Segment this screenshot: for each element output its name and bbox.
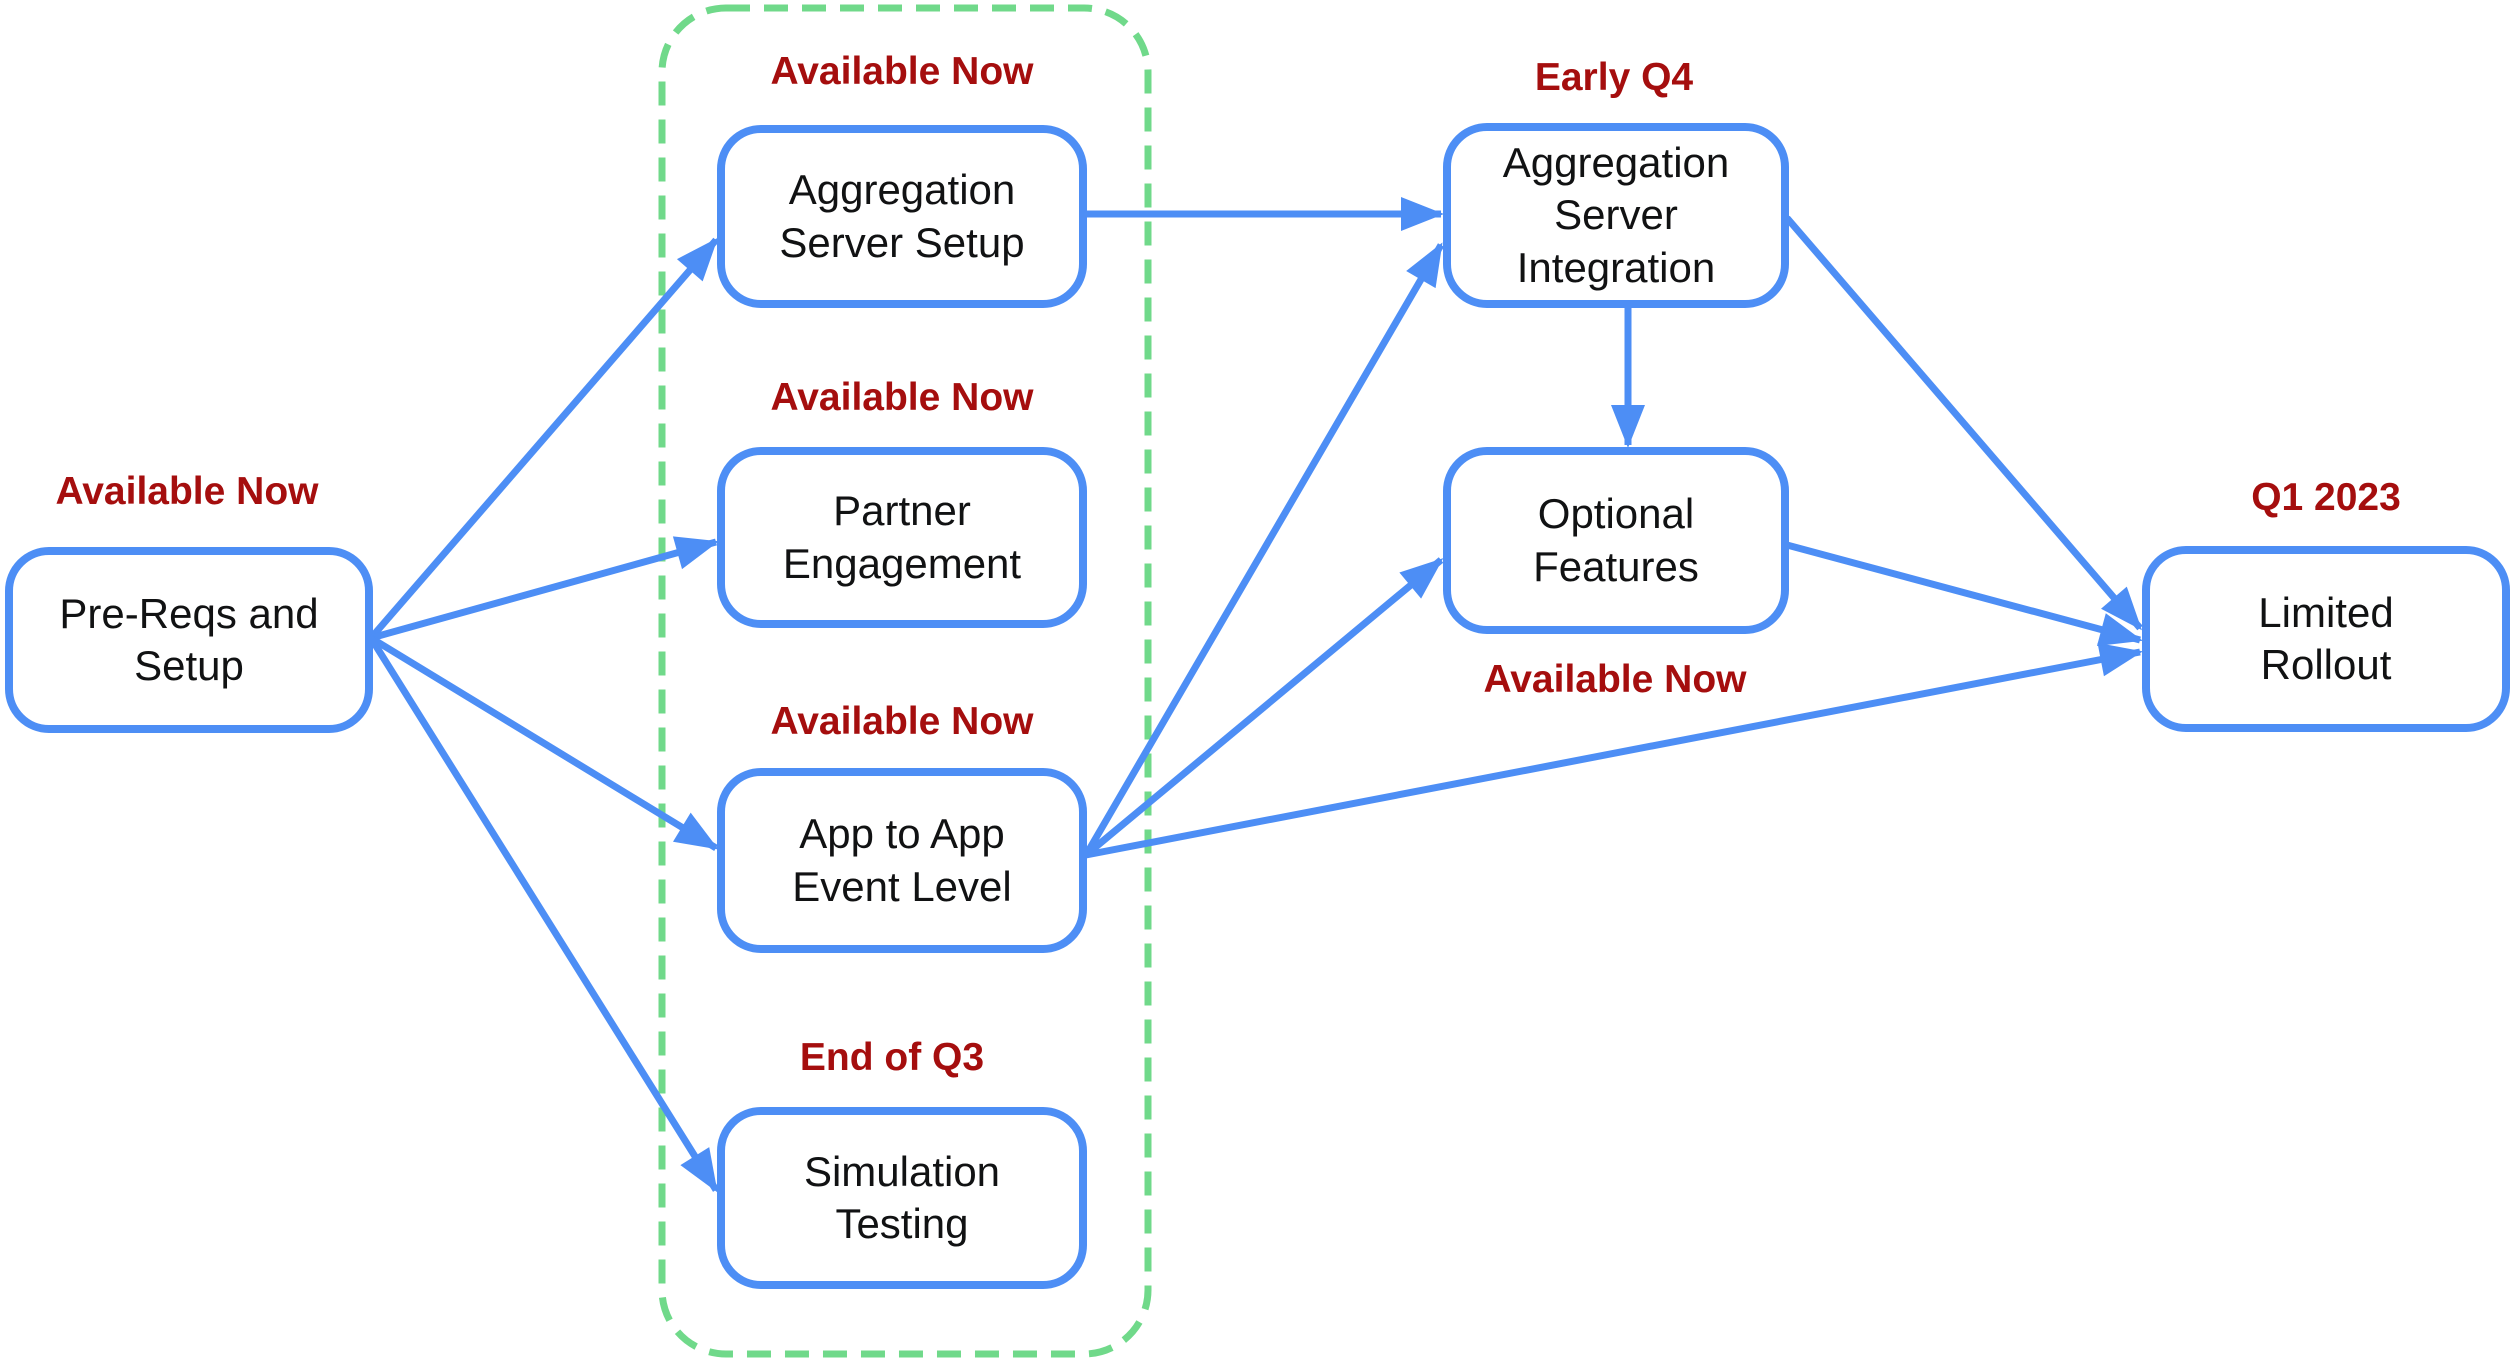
edge-app-to-app-to-agg-integration [1082, 242, 1445, 857]
node-aggregation-server-integration: Aggregation Server Integration [1443, 123, 1789, 308]
edge-agg-integration-to-limited-rollout [1784, 215, 2143, 631]
edge-app-to-app-to-optional-features [1083, 557, 1444, 858]
node-aggregation-server-setup-label: Aggregation Server Setup [779, 166, 1025, 266]
edge-prereqs-to-simulation-testing [368, 636, 719, 1193]
node-pre-reqs-setup: Pre-Reqs and Setup [5, 547, 373, 733]
node-app-to-app-event-level-label: App to App Event Level [792, 810, 1012, 910]
node-limited-rollout-label: Limited Rollout [2258, 588, 2394, 688]
node-app-to-app-event-level: App to App Event Level [717, 768, 1087, 953]
node-partner-engagement-label: Partner Engagement [782, 487, 1022, 587]
node-aggregation-server-setup: Aggregation Server Setup [717, 125, 1087, 308]
milestone-optional-features: Available Now [1483, 658, 1747, 701]
milestone-aggregation-server-integration: Early Q4 [1534, 56, 1694, 99]
milestone-app-to-app-event-level: Available Now [770, 700, 1034, 743]
edge-optional-features-to-limited-rollout [1786, 541, 2143, 647]
milestone-simulation-testing: End of Q3 [799, 1036, 985, 1079]
milestone-limited-rollout: Q1 2023 [2251, 476, 2401, 519]
node-aggregation-server-integration-label: Aggregation Server Integration [1502, 139, 1730, 291]
edge-prereqs-to-partner-engagement [370, 536, 719, 642]
edge-prereqs-to-aggregation-server-setup [368, 237, 719, 641]
available-now-group-outline [658, 4, 1152, 1358]
edge-prereqs-to-app-to-app [369, 635, 719, 851]
milestone-pre-reqs-setup: Available Now [55, 470, 319, 513]
node-optional-features-label: Optional Features [1533, 490, 1699, 590]
node-pre-reqs-setup-label: Pre-Reqs and Setup [59, 589, 319, 689]
milestone-partner-engagement: Available Now [770, 376, 1034, 419]
edge-app-to-app-to-limited-rollout [1085, 642, 2143, 859]
node-simulation-testing: Simulation Testing [717, 1107, 1087, 1289]
node-optional-features: Optional Features [1443, 447, 1789, 634]
milestone-aggregation-server-setup: Available Now [770, 50, 1034, 93]
node-partner-engagement: Partner Engagement [717, 447, 1087, 628]
node-simulation-testing-label: Simulation Testing [803, 1147, 1001, 1247]
node-limited-rollout: Limited Rollout [2142, 546, 2510, 732]
